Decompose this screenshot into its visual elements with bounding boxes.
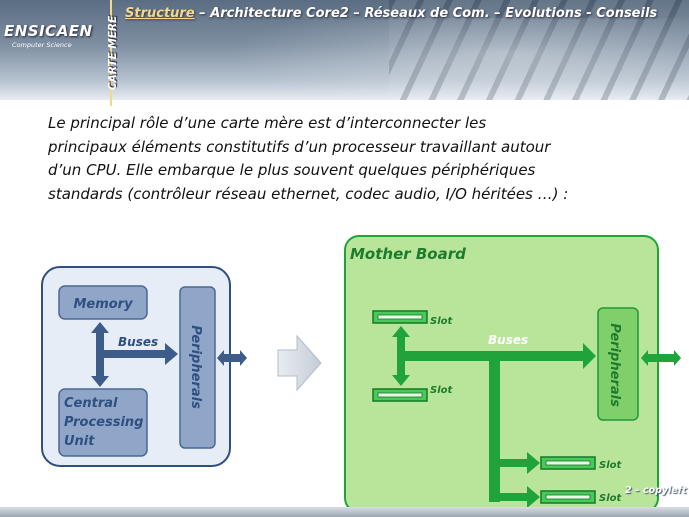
header-divider <box>110 0 112 106</box>
cpu-box <box>58 388 148 457</box>
horizontal-bus-arrow <box>104 343 178 365</box>
header-sheen <box>230 18 689 100</box>
cpu-label-3: Unit <box>64 434 95 449</box>
right-diagram: Mother Board Peripherals Slot Slot Slot … <box>344 235 681 513</box>
transition-arrow <box>277 334 322 392</box>
slot-3-opening <box>545 460 591 466</box>
mb-vertical-bus-arrow <box>392 326 410 386</box>
left-diagram: Memory Central Processing Unit Periphera… <box>41 266 247 467</box>
external-io-arrow <box>217 350 247 366</box>
slot-1-opening <box>377 314 423 320</box>
slot-3-label: Slot <box>599 460 623 471</box>
footer-text: 2 – copyleft <box>625 485 687 496</box>
slide-footer <box>0 507 689 517</box>
slot-3-branch-arrow <box>500 452 540 474</box>
slot-4-opening <box>545 494 591 500</box>
memory-label: Memory <box>73 297 133 312</box>
slide-header <box>0 0 689 100</box>
mb-buses-label: Buses <box>488 333 528 347</box>
keyboard-background-image <box>389 0 689 100</box>
buses-label: Buses <box>118 335 158 349</box>
slot-2-label: Slot <box>430 385 454 396</box>
slot-1-label: Slot <box>430 316 454 327</box>
breadcrumb-active[interactable]: Structure <box>125 6 195 21</box>
slot-4-branch-arrow <box>494 486 540 508</box>
motherboard-title: Mother Board <box>350 245 466 263</box>
mb-bus-trunk <box>489 361 500 502</box>
vertical-bus-arrow <box>91 322 109 387</box>
mb-horizontal-bus-arrow <box>405 343 596 369</box>
mb-external-io-arrow <box>641 350 681 366</box>
breadcrumb: Structure – Architecture Core2 – Réseaux… <box>125 6 657 21</box>
body-paragraph: Le principal rôle d’une carte mère est d… <box>48 114 569 203</box>
mb-peripherals-label: Peripherals <box>607 323 622 407</box>
logo-subtitle: Computer Science <box>12 41 72 49</box>
breadcrumb-rest: – Architecture Core2 – Réseaux de Com. –… <box>194 6 658 21</box>
cpu-label-2: Processing <box>64 415 144 430</box>
mb-peripherals-box <box>597 307 639 421</box>
memory-box <box>58 285 148 320</box>
cpu-label-1: Central <box>64 396 118 411</box>
slot-4-label: Slot <box>599 493 623 504</box>
ensicaen-logo: ENSICAEN <box>4 22 93 40</box>
peripherals-label: Peripherals <box>188 325 203 409</box>
peripherals-box <box>179 286 216 449</box>
slot-2-opening <box>377 392 423 398</box>
